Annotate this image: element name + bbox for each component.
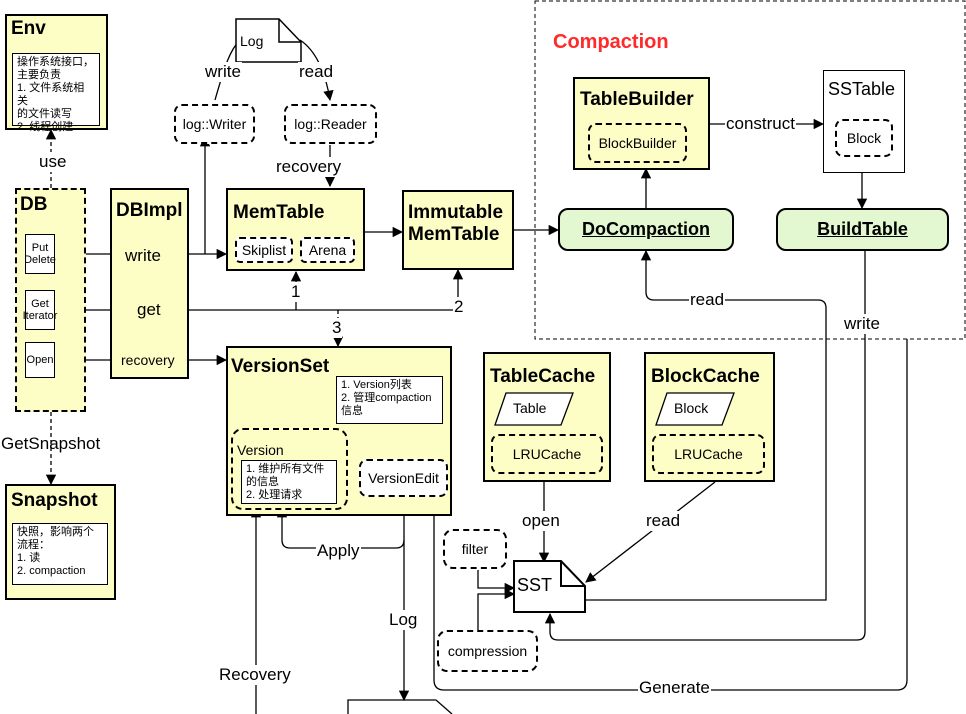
blockcache-lru-box: LRUCache xyxy=(652,434,765,474)
db-get-label: get xyxy=(136,300,162,320)
immutable-title: Immutable MemTable xyxy=(408,202,504,245)
versionset-title: VersionSet xyxy=(231,356,330,377)
open-method[interactable]: Open xyxy=(25,342,55,378)
dbimpl-box: DBImpl xyxy=(110,188,189,379)
tablebuilder-box: TableBuilder BlockBuilder xyxy=(573,77,710,170)
buildtable-button[interactable]: BuildTable xyxy=(776,208,949,251)
env-title: Env xyxy=(11,18,46,39)
version-title: Version xyxy=(237,442,284,458)
sstable-box: SSTable Block xyxy=(823,70,905,173)
construct-label: construct xyxy=(725,114,796,134)
log-file-icon xyxy=(235,18,302,63)
tablebuilder-title: TableBuilder xyxy=(580,89,694,110)
skiplist-box: Skiplist xyxy=(235,237,293,263)
snapshot-title: Snapshot xyxy=(11,490,98,511)
filter-box: filter xyxy=(443,529,507,569)
arena-box: Arena xyxy=(300,237,355,263)
blockcache-box: BlockCache Block LRUCache xyxy=(644,352,775,482)
cache-read-label: read xyxy=(645,511,682,531)
log-writer-box: log::Writer xyxy=(174,104,255,144)
immutable-memtable-box: Immutable MemTable xyxy=(402,190,514,270)
sst-file-icon xyxy=(513,560,586,613)
step-1-label: 1 xyxy=(290,282,302,302)
open-label: open xyxy=(521,511,561,531)
tablecache-lru-box: LRUCache xyxy=(491,434,603,474)
log-file-label: Log xyxy=(240,33,264,49)
sstable-title: SSTable xyxy=(828,79,896,99)
blockcache-title: BlockCache xyxy=(651,366,760,387)
step-3-label: 3 xyxy=(331,318,343,338)
compaction-title: Compaction xyxy=(553,31,669,53)
log-bottom-label: Log xyxy=(388,610,419,630)
sst-label: SST xyxy=(517,575,553,595)
table-parallelogram xyxy=(494,392,574,426)
blockbuilder-box: BlockBuilder xyxy=(588,123,687,163)
dbimpl-title: DBImpl xyxy=(116,200,183,221)
recovery-bottom-label: Recovery xyxy=(218,665,292,685)
compaction-region xyxy=(534,0,966,340)
db-recovery-label: recovery xyxy=(120,352,176,368)
generate-label: Generate xyxy=(638,678,711,698)
memtable-title: MemTable xyxy=(233,202,325,223)
docompaction-button[interactable]: DoCompaction xyxy=(558,208,734,251)
getsnapshot-label: GetSnapshot xyxy=(1,434,101,453)
block-parallelogram xyxy=(655,392,735,426)
memtable-box: MemTable Skiplist Arena xyxy=(226,188,365,271)
use-label: use xyxy=(38,152,68,172)
versionedit-box: VersionEdit xyxy=(359,459,448,497)
apply-label: Apply xyxy=(316,541,361,561)
write-log-label: write xyxy=(204,62,242,82)
blockcache-block-label: Block xyxy=(674,400,709,416)
sstable-block-box: Block xyxy=(835,119,893,157)
read-log-label: read xyxy=(298,62,335,82)
tablecache-table-label: Table xyxy=(513,400,547,416)
step-2-label: 2 xyxy=(453,297,465,317)
compression-box: compression xyxy=(437,630,538,672)
buildtable-write-label: write xyxy=(843,314,881,334)
db-write-label: write xyxy=(124,246,162,266)
recovery-top-label: recovery xyxy=(275,157,343,177)
tablecache-title: TableCache xyxy=(490,366,596,387)
tablecache-box: TableCache Table LRUCache xyxy=(483,352,611,482)
compaction-read-label: read xyxy=(689,290,726,310)
log-reader-box: log::Reader xyxy=(284,104,377,144)
db-title: DB xyxy=(20,194,48,215)
